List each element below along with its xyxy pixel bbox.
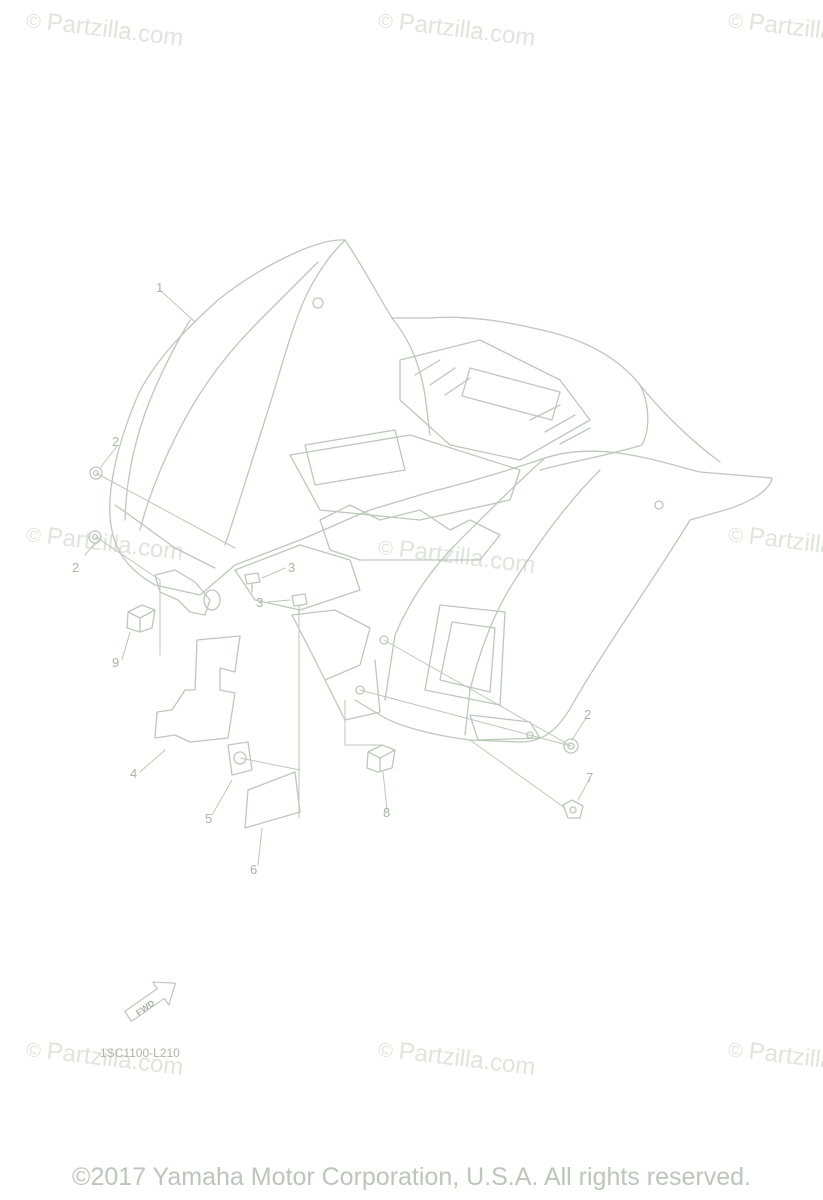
bolt-3: [244, 572, 261, 593]
deck-top: [344, 239, 649, 471]
callout-2: 2: [112, 434, 120, 449]
left-wing-contour: [224, 239, 346, 546]
callout-7: 7: [586, 770, 594, 785]
nut-2: [88, 530, 102, 544]
callout-6: 6: [250, 862, 258, 877]
left-lower-bracket: [154, 569, 211, 616]
right-fender-contour: [384, 457, 546, 701]
left-wing-contour: [124, 319, 191, 521]
left-wing-contour: [139, 261, 319, 531]
right-fender-window-inner: [439, 621, 496, 693]
callout-5: 5: [205, 811, 213, 826]
nut-2: [89, 466, 103, 480]
callout-1: 1: [156, 280, 164, 295]
inner-tray-bracket: [319, 504, 501, 561]
rear-fender-outline: [109, 239, 773, 743]
cushion-9: [126, 604, 156, 633]
tail-panel-text-box: [461, 367, 561, 421]
nut-2: [563, 738, 579, 754]
copyright-notice: ©2017 Yamaha Motor Corporation, U.S.A. A…: [72, 1163, 751, 1191]
plate-6: [244, 771, 301, 829]
left-wing-edge: [114, 504, 216, 569]
callout-3: 3: [256, 595, 264, 610]
fwd-arrow-icon: [123, 981, 177, 1022]
left-lower-bracket-hole: [203, 589, 221, 611]
callout-2: 2: [584, 707, 592, 722]
right-fender-flap: [469, 714, 541, 741]
callout-9: 9: [112, 655, 120, 670]
right-fender-window: [424, 604, 506, 706]
tail-panel-stripes: [414, 359, 591, 445]
callout-8: 8: [383, 805, 391, 820]
diagram-code: 1SC1100-L210: [100, 1046, 180, 1060]
mudguard-plate-lower: [324, 659, 381, 721]
decal-4: [154, 635, 241, 743]
center-bracket: [234, 544, 361, 611]
mudguard-plate: [291, 609, 371, 681]
plate-5-hole: [233, 751, 247, 765]
callout-3: 3: [288, 560, 296, 575]
inner-tray: [289, 434, 521, 521]
bolt-3: [291, 593, 308, 615]
deck-edge: [391, 317, 431, 436]
deck-edge: [639, 384, 721, 463]
right-fender-contour: [464, 469, 601, 736]
tail-panel: [399, 339, 591, 461]
plate-5: [227, 741, 253, 776]
inner-tray-box: [304, 429, 406, 486]
callout-2: 2: [72, 560, 80, 575]
leader-lines: [84, 289, 591, 866]
cushion-8: [366, 744, 396, 773]
callout-4: 4: [130, 766, 138, 781]
grommet-7: [562, 799, 584, 819]
